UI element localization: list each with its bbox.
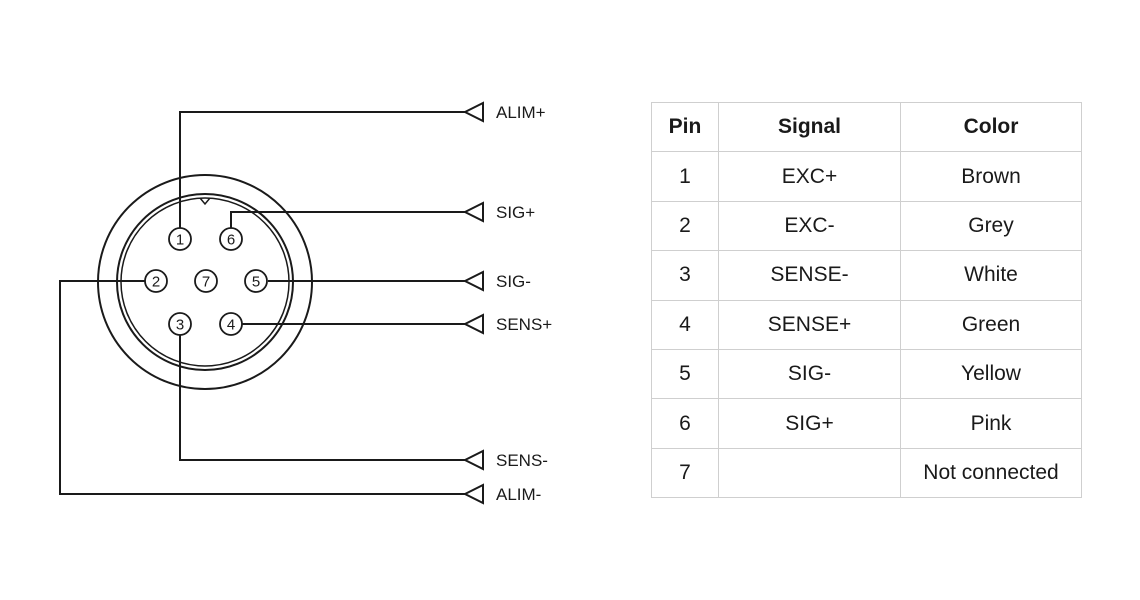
cell-pin: 4 <box>651 299 719 350</box>
connector-wiring-diagram: ALIM+ SIG+ SIG- SENS+ SENS- ALIM- 1 6 2 … <box>59 101 552 505</box>
label-alim-minus: ALIM- <box>496 485 541 504</box>
cell-signal: SENSE- <box>718 250 901 301</box>
pin-1-number: 1 <box>176 232 184 249</box>
arrow-alim-minus-icon <box>462 483 484 505</box>
cell-color: Yellow <box>900 348 1082 400</box>
pin-6: 6 <box>219 227 243 251</box>
pin-1: 1 <box>168 227 192 251</box>
table-row: 7 Not connected <box>651 447 1082 499</box>
header-color: Color <box>900 101 1082 153</box>
pin-2-number: 2 <box>152 274 160 291</box>
label-sig-plus: SIG+ <box>496 203 535 222</box>
pin-3: 3 <box>168 312 192 336</box>
table-row: 6 SIG+ Pink <box>651 398 1082 449</box>
cell-signal: EXC- <box>718 200 901 252</box>
header-pin: Pin <box>651 101 719 153</box>
cell-pin: 2 <box>651 200 719 252</box>
table-row: 1 EXC+ Brown <box>651 151 1082 202</box>
pin-4: 4 <box>219 312 243 336</box>
arrow-sig-minus-icon <box>462 270 484 292</box>
wire-sig-plus <box>230 211 465 228</box>
cell-pin: 1 <box>651 151 719 202</box>
wire-alim-plus <box>179 111 465 228</box>
arrow-sens-minus-icon <box>462 449 484 471</box>
cell-pin: 3 <box>651 250 719 301</box>
cell-signal: SIG- <box>718 348 901 400</box>
table-row: 3 SENSE- White <box>651 250 1082 301</box>
wire-alim-minus <box>59 280 465 495</box>
pin-7: 7 <box>194 269 218 293</box>
arrow-alim-plus-icon <box>462 101 484 123</box>
cell-pin: 5 <box>651 348 719 400</box>
pin-7-number: 7 <box>202 274 210 291</box>
table-row: 5 SIG- Yellow <box>651 348 1082 400</box>
cell-signal: SIG+ <box>718 398 901 449</box>
cell-color: Grey <box>900 200 1082 252</box>
arrow-sens-plus-icon <box>462 313 484 335</box>
label-alim-plus: ALIM+ <box>496 103 546 122</box>
cell-signal: SENSE+ <box>718 299 901 350</box>
pin-3-number: 3 <box>176 317 184 334</box>
pin-6-number: 6 <box>227 232 235 249</box>
cell-color: Pink <box>900 398 1082 449</box>
arrow-sig-plus-icon <box>462 201 484 223</box>
cell-signal <box>718 447 901 499</box>
cell-color: Green <box>900 299 1082 350</box>
cell-color: Not connected <box>900 447 1082 499</box>
cell-signal: EXC+ <box>718 151 901 202</box>
connector-key-notch <box>199 197 211 206</box>
terminal-arrows <box>462 101 484 505</box>
wire-sens-minus <box>179 335 465 461</box>
cell-pin: 6 <box>651 398 719 449</box>
pin-5-number: 5 <box>252 274 260 291</box>
cell-color: White <box>900 250 1082 301</box>
table-row: 4 SENSE+ Green <box>651 299 1082 350</box>
pinout-table: Pin Signal Color 1 EXC+ Brown 2 EXC- Gre… <box>651 101 1082 499</box>
wires <box>59 111 465 495</box>
pin-2: 2 <box>144 269 168 293</box>
header-signal: Signal <box>718 101 901 153</box>
cell-color: Brown <box>900 151 1082 202</box>
cell-pin: 7 <box>651 447 719 499</box>
pin-5: 5 <box>244 269 268 293</box>
label-sens-plus: SENS+ <box>496 315 552 334</box>
pin-4-number: 4 <box>227 317 235 334</box>
label-sens-minus: SENS- <box>496 451 548 470</box>
table-header-row: Pin Signal Color <box>651 101 1082 153</box>
table-row: 2 EXC- Grey <box>651 200 1082 252</box>
label-sig-minus: SIG- <box>496 272 531 291</box>
